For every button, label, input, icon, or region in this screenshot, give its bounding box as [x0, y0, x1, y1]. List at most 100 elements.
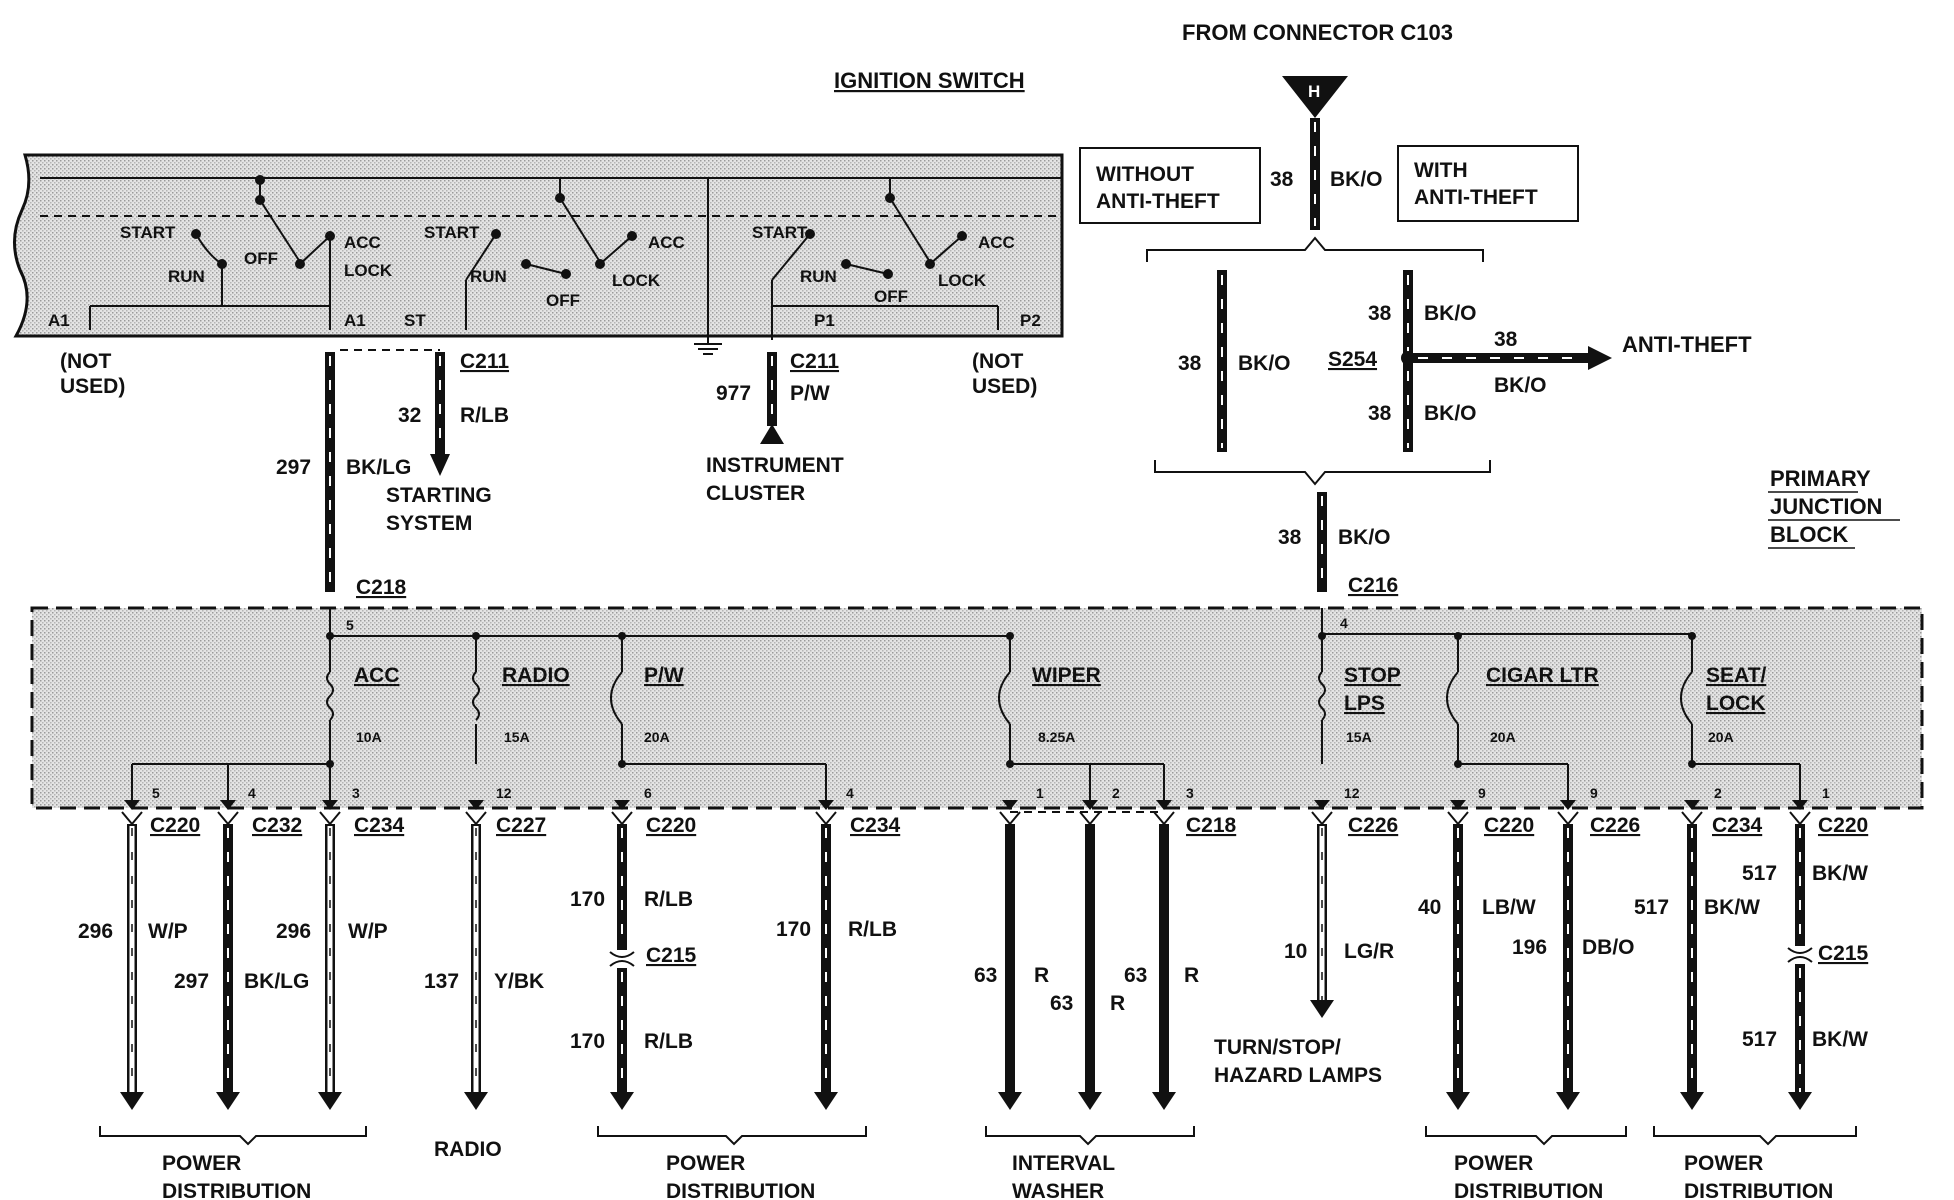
pin-9a: 9	[1478, 785, 1486, 801]
pjb-internal-lines	[131, 763, 1801, 800]
lower-wires	[120, 800, 1813, 1110]
conn-c220-a: C220	[150, 814, 200, 837]
dest-power1-2: DISTRIBUTION	[162, 1180, 311, 1200]
wire-137	[464, 800, 488, 1110]
dest-power4-2: DISTRIBUTION	[1684, 1180, 1833, 1200]
fuse-acc-symbol	[326, 608, 334, 768]
dest-radio: RADIO	[434, 1138, 502, 1161]
w38-r2-num: 38	[1368, 402, 1392, 425]
dest-power3-2: DISTRIBUTION	[1454, 1180, 1603, 1200]
w38-r2-color: BK/O	[1424, 402, 1477, 425]
w40-color: LB/W	[1482, 896, 1536, 919]
conn-c226-a: C226	[1348, 814, 1398, 837]
w977-num: 977	[716, 382, 751, 405]
pin-2b: 2	[1714, 785, 1722, 801]
c218-label: C218	[356, 576, 407, 599]
pin-1a: 1	[1036, 785, 1044, 801]
p1-label: P1	[814, 311, 835, 330]
p2-label: P2	[1020, 311, 1041, 330]
w137-num: 137	[424, 970, 459, 993]
wire-296-a-arrow	[120, 1092, 144, 1110]
dest-turn-1: TURN/STOP/	[1214, 1036, 1341, 1059]
w297b-num: 297	[174, 970, 209, 993]
w137-color: Y/BK	[494, 970, 544, 993]
fuse-radio-name: RADIO	[502, 664, 570, 687]
wire-40-arrow	[1446, 1092, 1470, 1110]
w170c-color: R/LB	[848, 918, 897, 941]
dest-power1-1: POWER	[162, 1152, 241, 1175]
wire-297-b	[216, 800, 240, 1110]
fuse-acc-rating: 10A	[356, 729, 382, 745]
w297-num: 297	[276, 456, 311, 479]
instrument-cluster-2: CLUSTER	[706, 482, 805, 505]
dest-power2-2: DISTRIBUTION	[666, 1180, 815, 1200]
splice-label: S254	[1328, 348, 1377, 371]
lock-2: LOCK	[612, 271, 661, 290]
wire-170-b	[814, 800, 838, 1110]
fuse-pw-rating: 20A	[644, 729, 670, 745]
fuse-stop-symbol	[1318, 608, 1326, 764]
acc-3: ACC	[978, 233, 1015, 252]
fuse-group	[326, 608, 1696, 768]
ignition-switch-box: START RUN OFF ACC LOCK A1 A1 START RUN O…	[13, 153, 1064, 340]
w977-color: P/W	[790, 382, 830, 405]
fuse-cigar-name: CIGAR LTR	[1486, 664, 1599, 687]
wire-170-a-arrow	[610, 1092, 634, 1110]
w196-color: DB/O	[1582, 936, 1635, 959]
w38-r3-color: BK/O	[1494, 374, 1547, 397]
a1-right: A1	[344, 311, 366, 330]
conn-c234-a: C234	[354, 814, 405, 837]
w32-color: R/LB	[460, 404, 509, 427]
acc-1: ACC	[344, 233, 381, 252]
c216-label: C216	[1348, 574, 1398, 597]
w170a-color: R/LB	[644, 888, 693, 911]
wire-63-b	[1078, 800, 1102, 1110]
conn-c218: C218	[1186, 814, 1237, 837]
lock-1: LOCK	[344, 261, 393, 280]
w40-num: 40	[1418, 896, 1441, 919]
c211-b: C211	[790, 350, 839, 373]
w63b-color: R	[1110, 992, 1125, 1015]
w38-pjb-num: 38	[1278, 526, 1302, 549]
pin-6: 6	[644, 785, 652, 801]
off-3: OFF	[874, 287, 908, 306]
w296a-num: 296	[78, 920, 113, 943]
fuse-stop-name-2: LPS	[1344, 692, 1385, 715]
wire-63-b-arrow	[1078, 1092, 1102, 1110]
w517a-num: 517	[1634, 896, 1669, 919]
dest-power4-1: POWER	[1684, 1152, 1763, 1175]
pin-12b: 12	[1344, 785, 1360, 801]
destination-braces	[99, 1126, 1857, 1146]
w296a-color: W/P	[148, 920, 188, 943]
st-label: ST	[404, 311, 426, 330]
pin-9b: 9	[1590, 785, 1598, 801]
pin-bus-4: 4	[1340, 615, 1348, 631]
c215-a: C215	[646, 944, 697, 967]
without-text-1: WITHOUT	[1096, 163, 1194, 186]
wire-63-c-arrow	[1152, 1092, 1176, 1110]
pin-4a: 4	[248, 785, 256, 801]
pin-3a: 3	[352, 785, 360, 801]
run-3: RUN	[800, 267, 837, 286]
dest-interval-1: INTERVAL	[1012, 1152, 1115, 1175]
wire-296-b	[318, 800, 342, 1110]
fuse-wiper-name: WIPER	[1032, 664, 1101, 687]
a1-left: A1	[48, 311, 70, 330]
wire-517-a-arrow	[1680, 1092, 1704, 1110]
w517b-num: 517	[1742, 862, 1777, 885]
w170a-num: 170	[570, 888, 605, 911]
w296b-color: W/P	[348, 920, 388, 943]
run-2: RUN	[470, 267, 507, 286]
not-used-right-1: (NOT	[972, 350, 1023, 373]
acc-2: ACC	[648, 233, 685, 252]
dest-interval-2: WASHER	[1012, 1180, 1104, 1200]
with-anti-theft-box	[1397, 145, 1579, 222]
w38-r1-color: BK/O	[1424, 302, 1477, 325]
pjb-title-3: BLOCK	[1770, 522, 1848, 547]
w63a-color: R	[1034, 964, 1049, 987]
wire-196	[1556, 800, 1580, 1110]
w38-top-num: 38	[1270, 168, 1294, 191]
conn-c220-b: C220	[646, 814, 696, 837]
w38-r3-num: 38	[1494, 328, 1518, 351]
wire-10-arrow	[1310, 1000, 1334, 1018]
